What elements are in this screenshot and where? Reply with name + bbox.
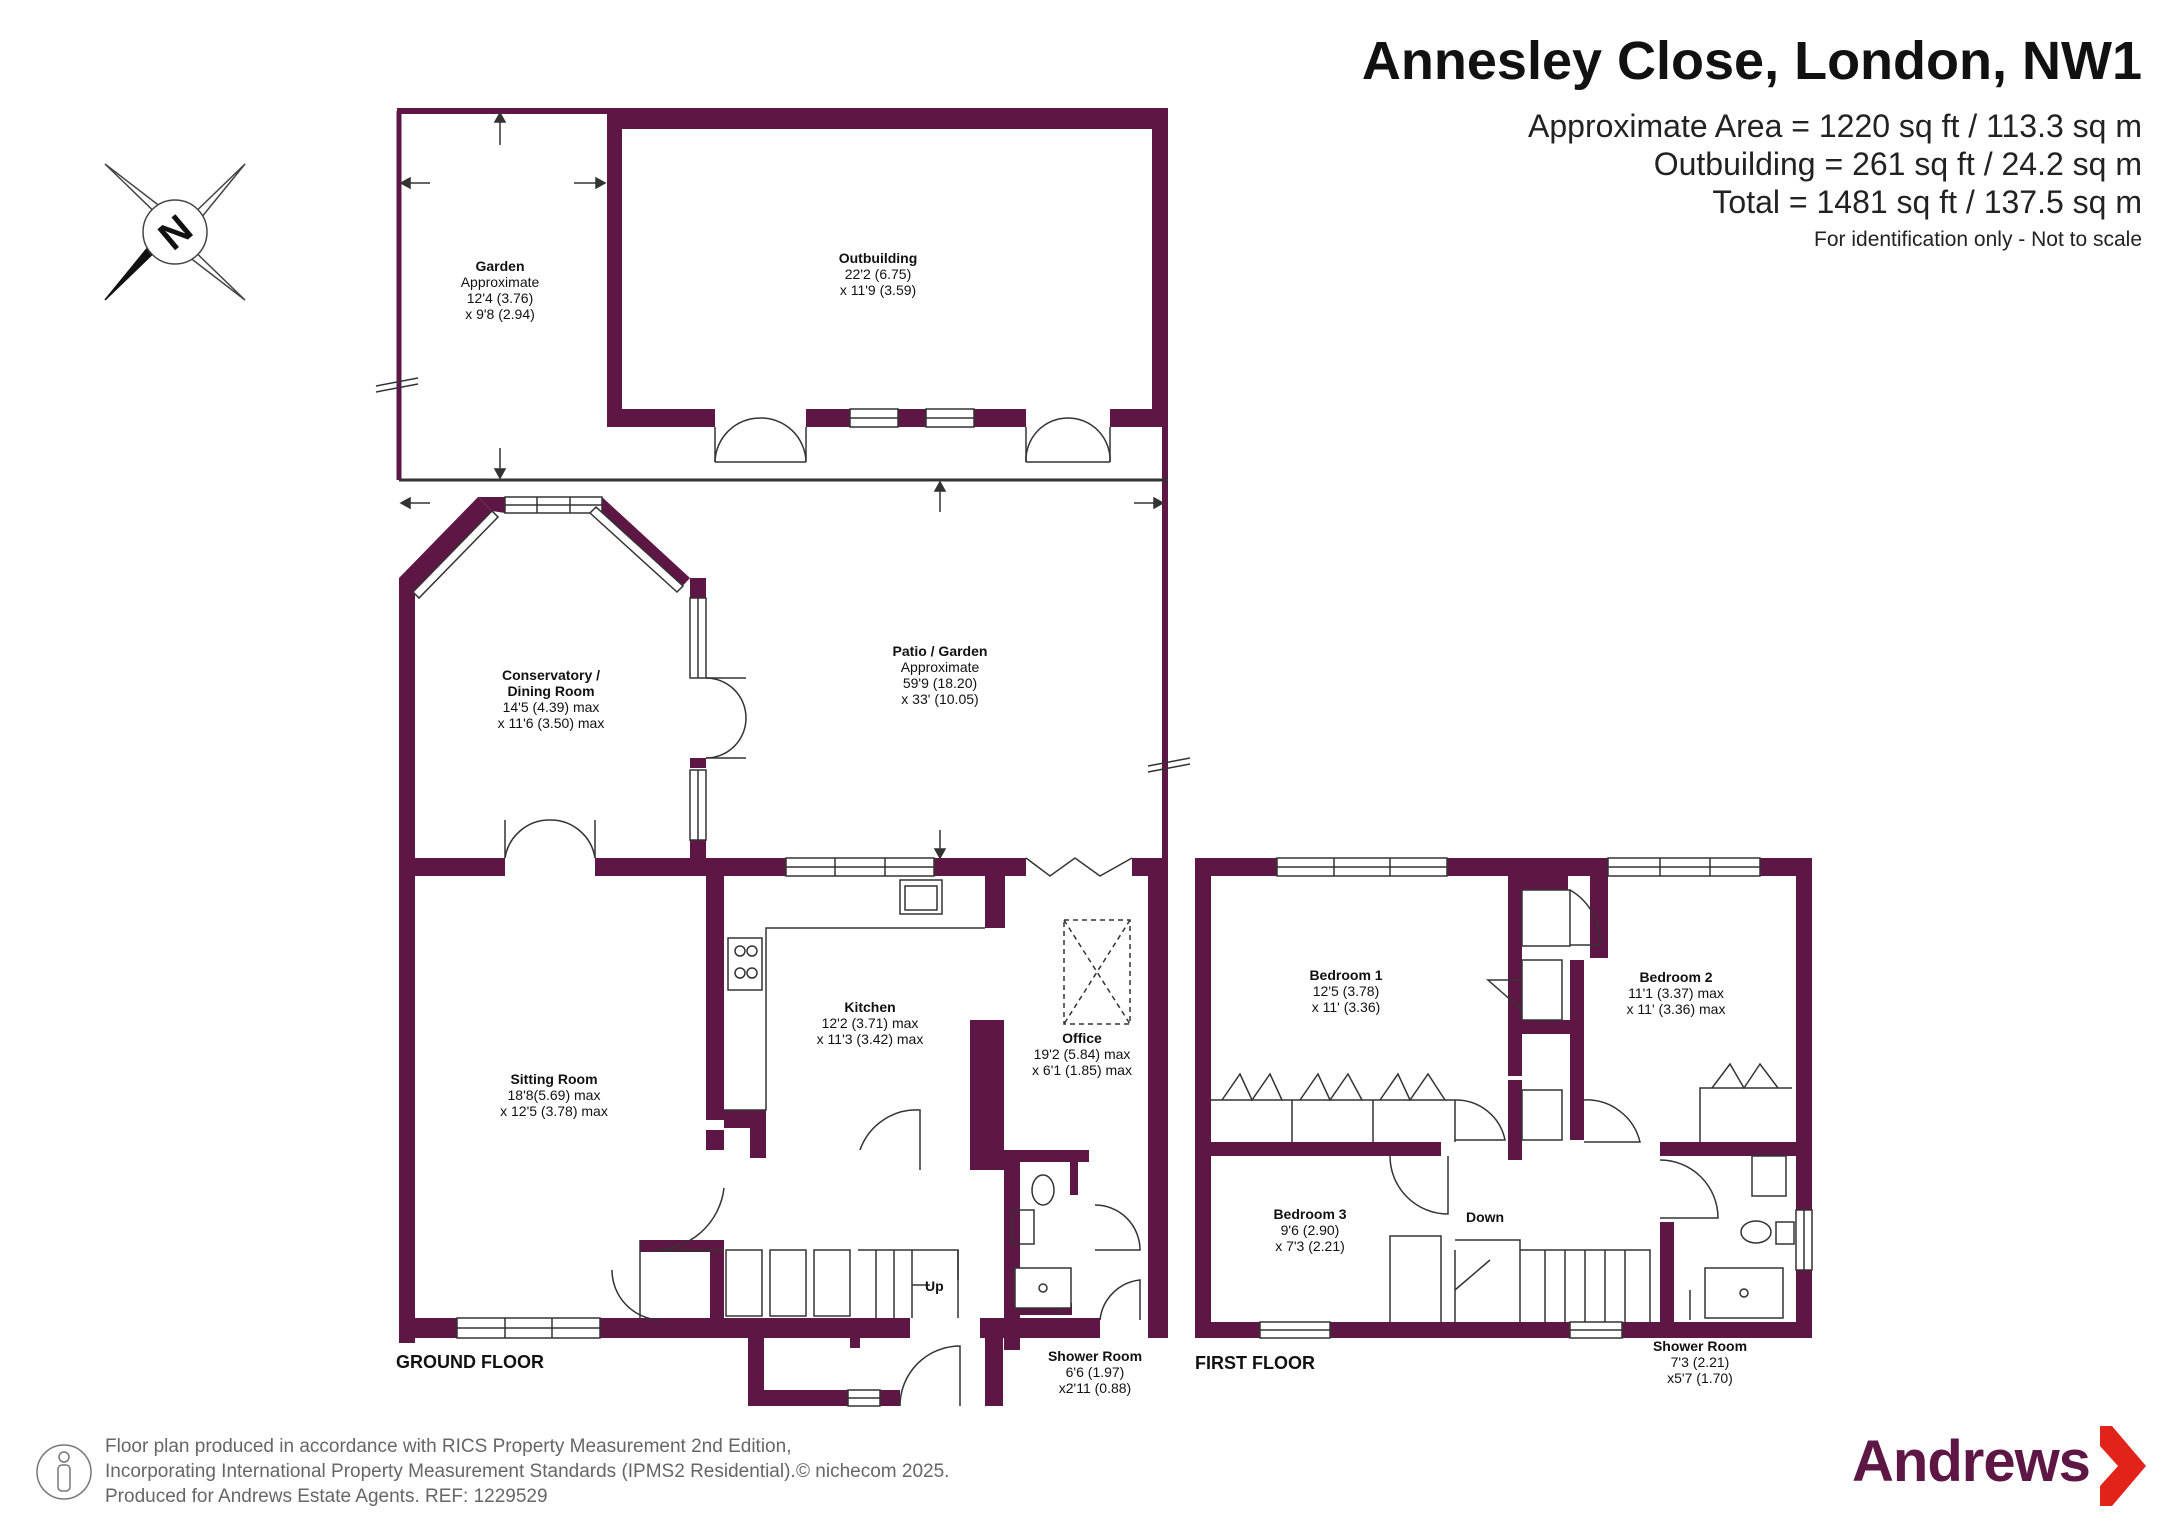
first-floor-label: FIRST FLOOR — [1195, 1353, 1315, 1373]
outbuilding-windows — [849, 408, 975, 428]
approximate-area: Approximate Area = 1220 sq ft / 113.3 sq… — [1528, 108, 2142, 144]
first-floor-walls — [1195, 858, 1812, 1338]
stairs-down-label: Down — [1466, 1209, 1504, 1225]
ground-floor-label: GROUND FLOOR — [396, 1352, 544, 1372]
ground-floor-windows — [411, 496, 935, 1407]
first-floor-fittings — [1211, 889, 1795, 1322]
scale-disclaimer: For identification only - Not to scale — [1814, 228, 2142, 251]
stairs-up-label: Up — [925, 1278, 944, 1294]
garden-boundary — [396, 108, 1168, 858]
footer-line-1: Floor plan produced in accordance with R… — [105, 1436, 792, 1457]
brand-chevron-icon — [2100, 1426, 2146, 1506]
north-arrow-icon: N — [104, 163, 246, 301]
brand-logo: Andrews — [1852, 1429, 2091, 1494]
footer-line-2: Incorporating International Property Mea… — [105, 1461, 796, 1482]
outbuilding-area: Outbuilding = 261 sq ft / 24.2 sq m — [1653, 146, 2142, 182]
break-marks — [375, 377, 1191, 773]
property-title: Annesley Close, London, NW1 — [1361, 31, 2142, 91]
ground-floor-walls — [399, 497, 1168, 1406]
total-area: Total = 1481 sq ft / 137.5 sq m — [1712, 184, 2142, 220]
first-floor-windows — [1259, 857, 1813, 1339]
footer-line-3: Produced for Andrews Estate Agents. REF:… — [105, 1486, 548, 1507]
kitchen-fittings — [639, 879, 1131, 1318]
copyright: © nichecom 2025. — [796, 1461, 950, 1482]
outbuilding-doors — [714, 417, 1111, 463]
person-icon — [36, 1444, 92, 1500]
garden-arrows — [399, 111, 1165, 860]
